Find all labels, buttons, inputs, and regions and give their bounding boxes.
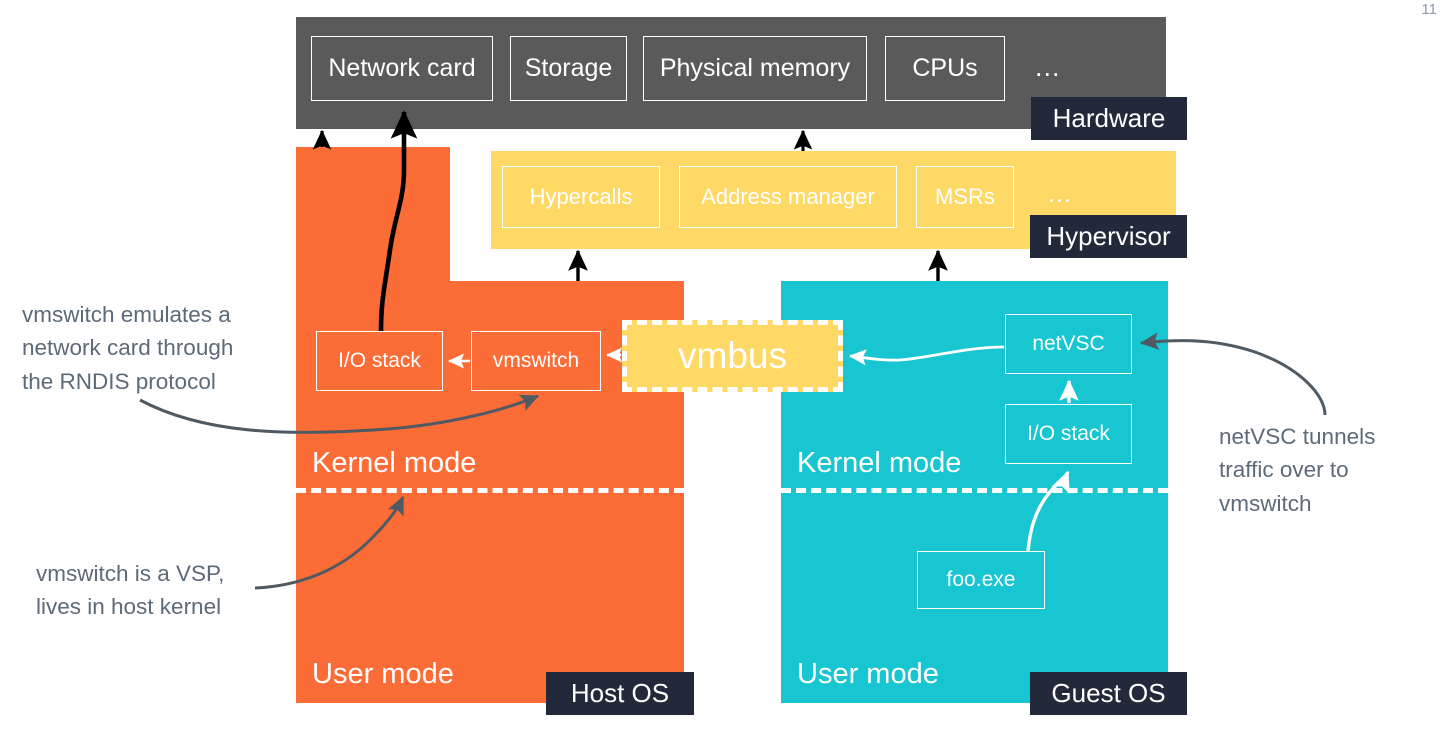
guest-user-mode-label: User mode: [797, 658, 939, 690]
guest-kernel-mode-label: Kernel mode: [797, 447, 962, 479]
guest-component-foo-exe: foo.exe: [917, 551, 1045, 609]
host-component-vmswitch: vmswitch: [471, 331, 601, 391]
vmbus-component: vmbus: [622, 320, 843, 392]
hardware-component-storage: Storage: [510, 36, 627, 101]
annotation-netvsc: netVSC tunnels traffic over to vmswitch: [1219, 424, 1376, 516]
hypervisor-component-address-manager: Address manager: [679, 166, 897, 228]
guest-component-netvsc: netVSC: [1005, 314, 1132, 374]
arrow-netvsc-note-to-netvsc: [1139, 332, 1327, 416]
hardware-component-network-card: Network card: [311, 36, 493, 101]
host-user-mode-label: User mode: [312, 658, 454, 690]
hypervisor-ellipsis: ...: [1048, 180, 1072, 208]
hardware-component-cpus: CPUs: [885, 36, 1005, 101]
annotation-vsp: vmswitch is a VSP, lives in host kernel: [36, 561, 225, 620]
hardware-ellipsis: ...: [1035, 52, 1061, 82]
host-mode-separator: [296, 488, 684, 493]
hypervisor-component-msrs: MSRs: [916, 166, 1014, 228]
guest-component-io-stack: I/O stack: [1005, 404, 1132, 464]
hardware-component-physical-memory: Physical memory: [643, 36, 867, 101]
slide-number: 11: [1421, 1, 1437, 18]
guest-os-badge: Guest OS: [1030, 672, 1187, 715]
host-kernel-mode-label: Kernel mode: [312, 447, 477, 479]
annotation-rndis: vmswitch emulates a network card through…: [22, 302, 234, 394]
host-os-badge: Host OS: [546, 672, 694, 715]
host-os-layer-upper: [296, 147, 450, 283]
hypervisor-component-hypercalls: Hypercalls: [502, 166, 660, 228]
guest-mode-separator: [781, 488, 1168, 493]
hardware-layer: [296, 17, 1166, 129]
host-component-io-stack: I/O stack: [316, 331, 443, 391]
hardware-badge: Hardware: [1031, 97, 1187, 140]
hypervisor-badge: Hypervisor: [1030, 215, 1187, 258]
